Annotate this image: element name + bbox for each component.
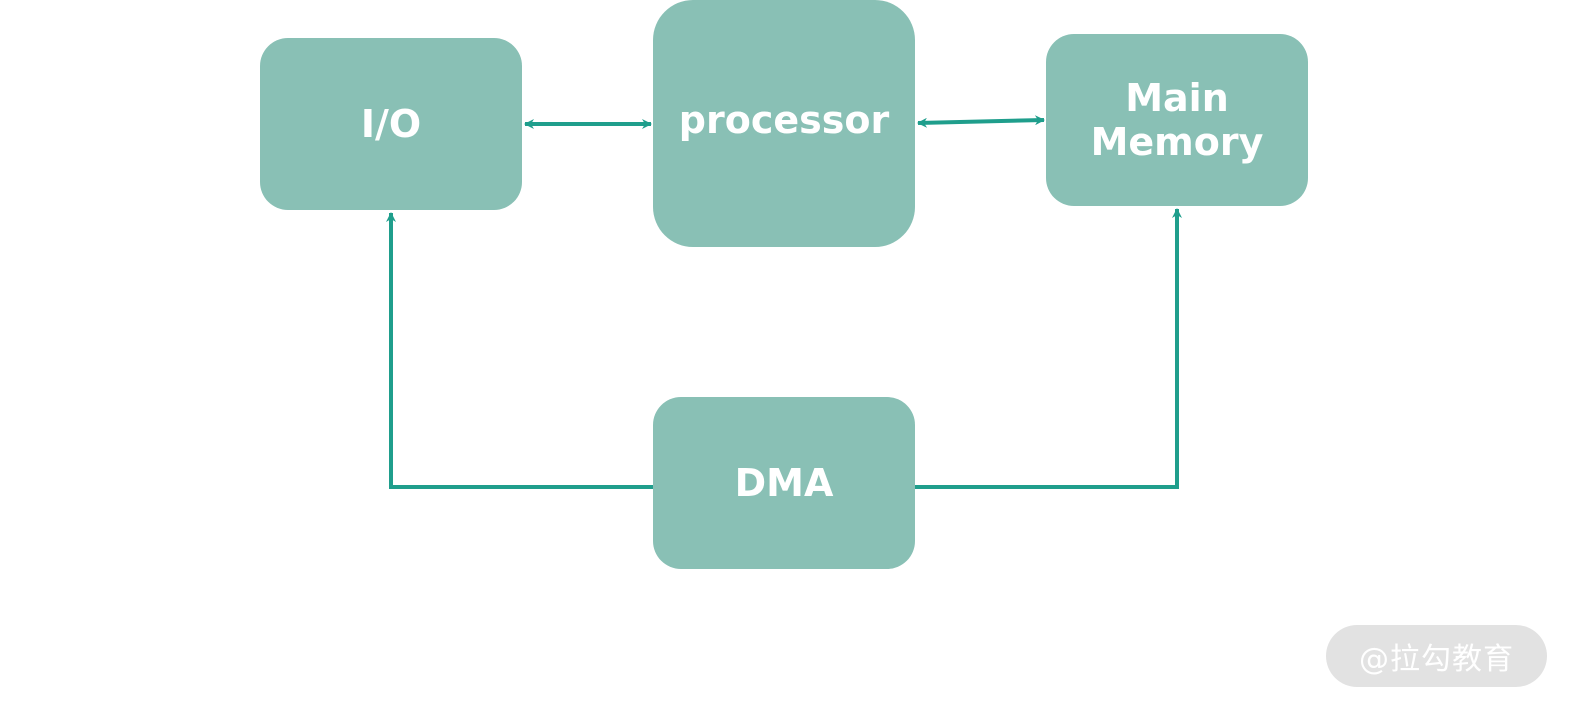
main-memory-label-line2: Memory <box>1090 120 1264 164</box>
watermark-text: @拉勾教育 <box>1359 642 1514 677</box>
io-label: I/O <box>360 102 422 146</box>
processor-label: processor <box>678 98 890 142</box>
dma-label: DMA <box>734 461 834 505</box>
processor-memory-arrow <box>917 115 1045 128</box>
main-memory-label-line1: Main <box>1125 76 1229 120</box>
io-node: I/O <box>260 38 522 210</box>
dma-io-arrow <box>386 212 653 489</box>
processor-node: processor <box>653 0 915 247</box>
watermark-badge: @拉勾教育 <box>1326 625 1547 687</box>
dma-memory-arrow <box>915 208 1182 489</box>
main-memory-node: Main Memory <box>1046 34 1308 206</box>
dma-node: DMA <box>653 397 915 569</box>
